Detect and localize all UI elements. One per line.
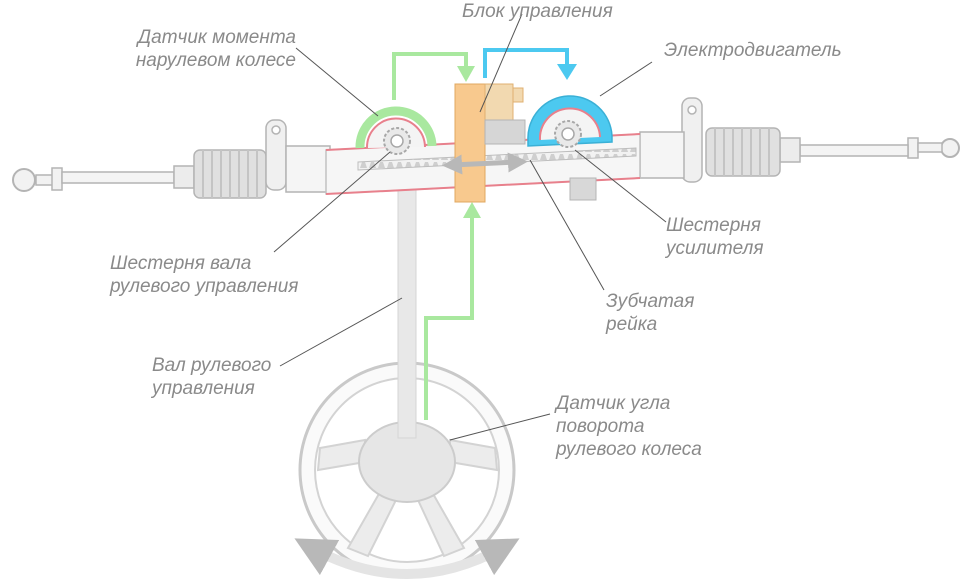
label-line: нарулевом колесе [135, 50, 296, 71]
steering-wheel [294, 361, 520, 579]
label-rack: Зубчатая рейка [606, 290, 694, 336]
blue-arrow-down [557, 64, 577, 80]
label-line: усилителя [666, 238, 764, 259]
label-line: рулевого управления [110, 276, 299, 297]
right-tie-rod [779, 137, 960, 163]
right-bellows [705, 127, 781, 177]
label-line: управления [152, 378, 255, 399]
green-arrow-down [457, 66, 475, 82]
green-signal-line-top [392, 52, 468, 100]
label-torque-sensor: Датчик момента нарулевом колесе [110, 26, 296, 72]
label-control-unit: Блок управления [462, 0, 613, 23]
label-line: рулевого колеса [556, 439, 702, 460]
blue-signal-line [483, 48, 569, 78]
label-line: Зубчатая [606, 291, 695, 312]
label-line: Шестерня вала [110, 253, 252, 274]
left-bellows [193, 149, 267, 199]
label-line: Шестерня [666, 215, 761, 236]
booster-pinion-gear [554, 120, 582, 148]
torque-sensor-housing [355, 106, 437, 149]
label-line: Блок управления [462, 1, 613, 22]
label-line: поворота [556, 416, 645, 437]
label-angle-sensor: Датчик угла поворота рулевого колеса [556, 392, 702, 461]
left-mount [265, 119, 331, 193]
rack-motion-arrow [442, 152, 528, 175]
steering-shaft [397, 167, 417, 439]
label-line: рейка [606, 314, 658, 335]
label-line: Электродвигатель [664, 40, 842, 61]
label-steering-shaft: Вал рулевого управления [152, 354, 271, 400]
label-booster-pinion: Шестерня усилителя [666, 214, 763, 260]
label-shaft-pinion: Шестерня вала рулевого управления [110, 252, 298, 298]
control-unit [454, 83, 526, 203]
label-line: Датчик угла [556, 393, 671, 414]
leader-lines [273, 13, 667, 441]
shaft-pinion-gear [383, 127, 411, 155]
label-line: Датчик момента [137, 27, 296, 48]
label-motor: Электродвигатель [664, 39, 842, 62]
right-mount [639, 97, 703, 183]
green-signal-line [424, 214, 474, 420]
label-line: Вал рулевого [152, 355, 272, 376]
left-tie-rod [12, 165, 195, 192]
green-arrow-up [463, 202, 481, 218]
